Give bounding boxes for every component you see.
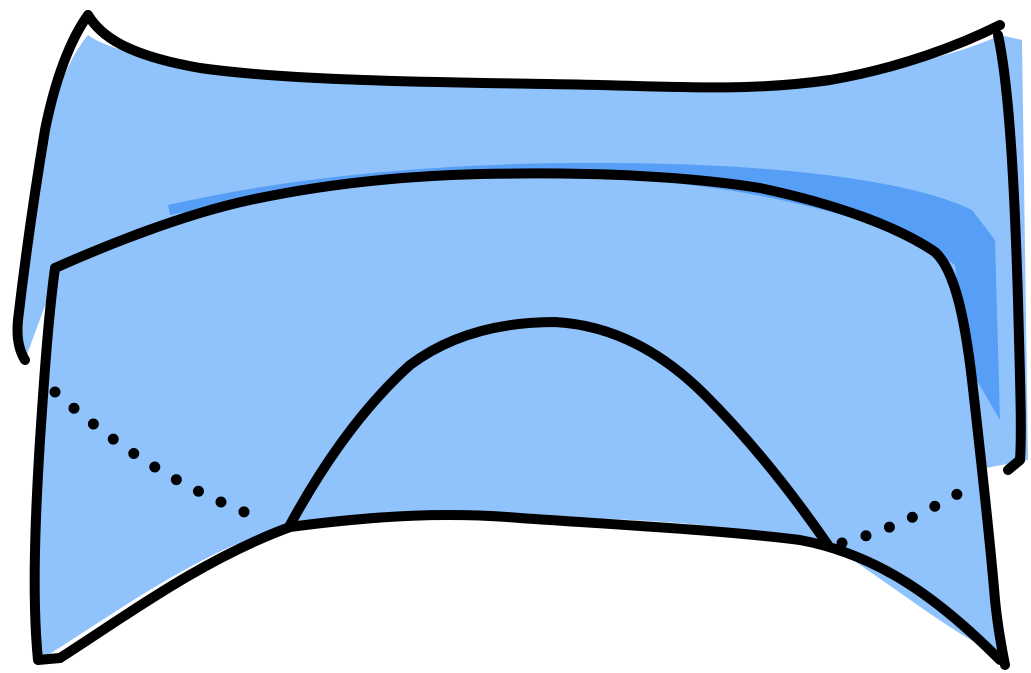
front-band-fill <box>34 176 1002 660</box>
